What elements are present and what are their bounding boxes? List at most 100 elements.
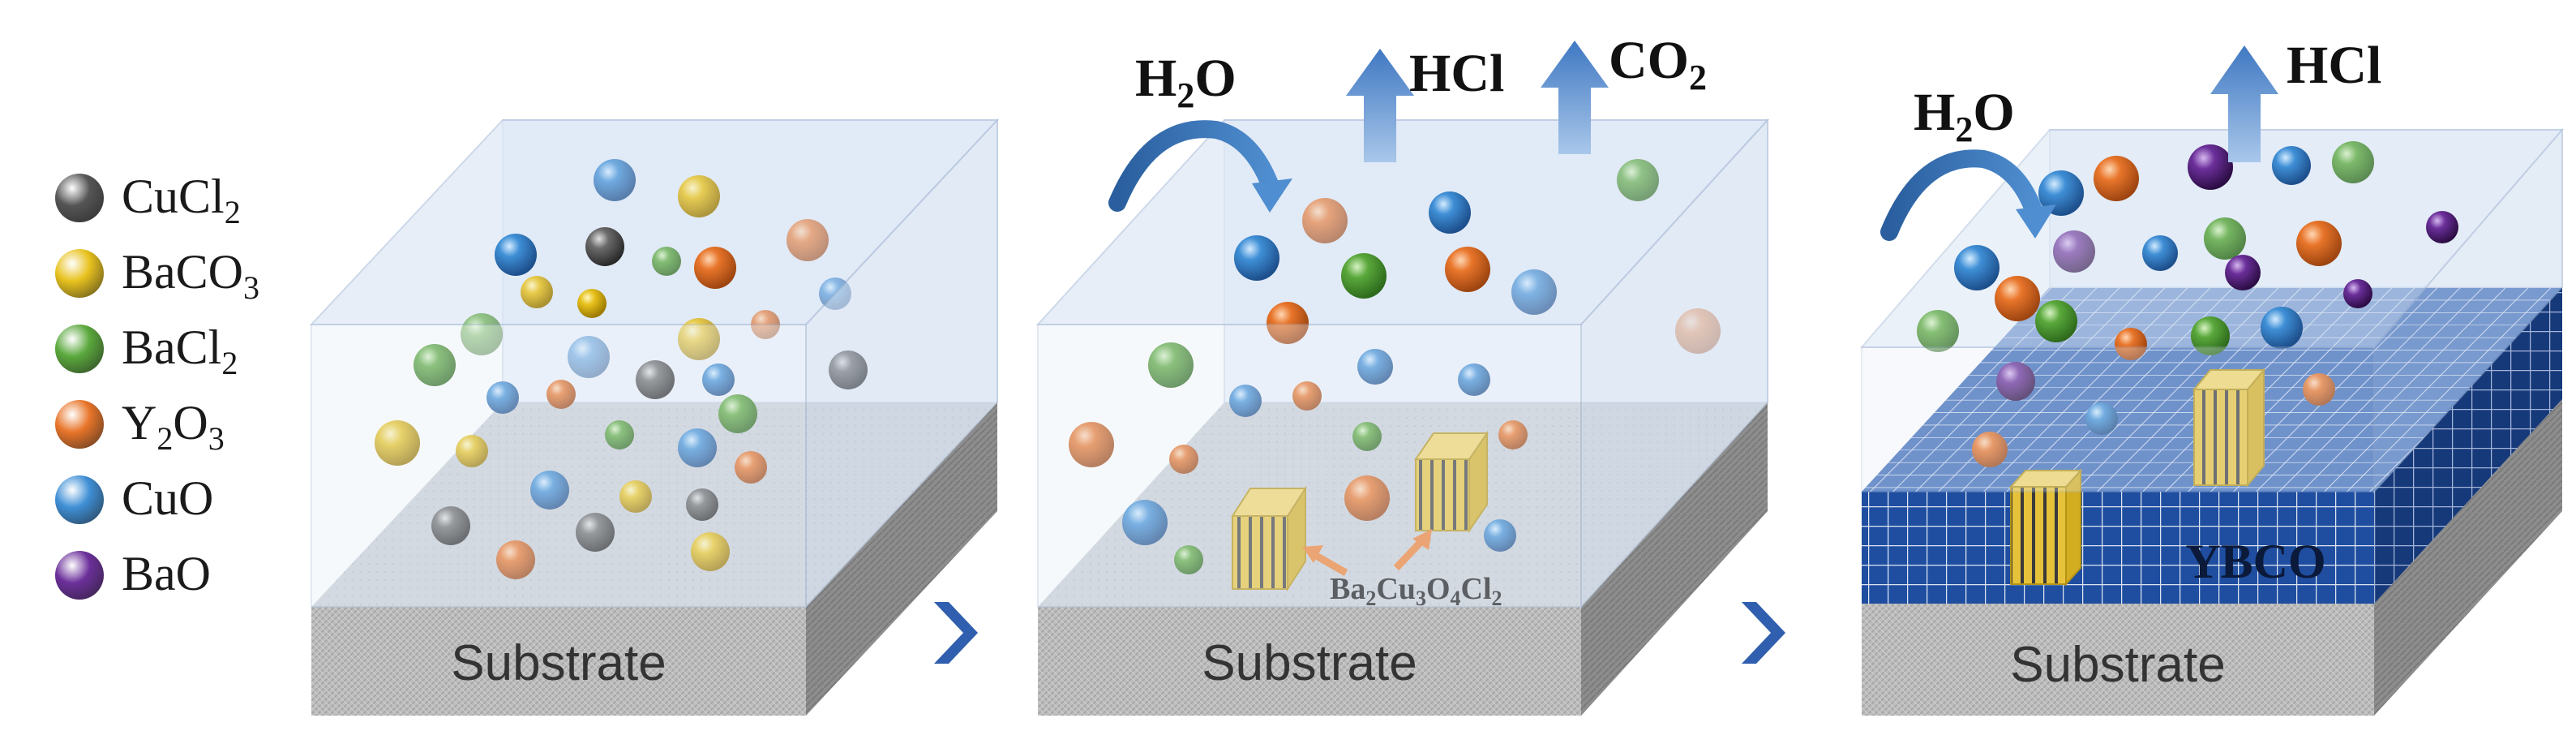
particles-panel-2 (1069, 159, 1721, 574)
phase-block (2192, 368, 2266, 488)
particle-yellow (375, 420, 420, 466)
h2o-label: H2O (1914, 83, 2015, 149)
particle-green (1352, 422, 1382, 451)
particle-green (2204, 217, 2246, 260)
particle-gray (686, 488, 718, 521)
legend-item-cucl2: CuCl2 (49, 159, 308, 234)
legend-item-baco3: BaCO3 (49, 234, 308, 310)
particle-green (718, 394, 757, 433)
legend-marker-yellow (55, 249, 104, 298)
particle-orange (2115, 328, 2147, 360)
particle-purple (2343, 279, 2372, 308)
legend-item-bao: BaO (49, 536, 308, 612)
particle-orange (1972, 432, 2008, 467)
particle-purple (2426, 211, 2458, 243)
h2o-arrow-head-icon (1252, 178, 1292, 213)
hcl-label: HCl (1409, 44, 1504, 103)
legend-label: BaCO3 (122, 245, 259, 306)
phase-arrow-head-icon (1412, 529, 1432, 550)
particle-blue (486, 381, 519, 414)
legend: CuCl2 BaCO3 BaCl2 Y2O3 CuO BaO (49, 159, 308, 612)
particle-blue (2272, 146, 2311, 185)
particle-yellow (521, 276, 553, 308)
particle-gray (636, 360, 675, 399)
legend-label: BaO (122, 547, 211, 600)
phase-block (2008, 468, 2083, 587)
particle-blue (1122, 500, 1168, 545)
particle-blue (568, 336, 610, 378)
particle-blue (530, 471, 569, 510)
legend-marker-green (55, 325, 104, 373)
particle-green (1917, 310, 1959, 352)
panel-1: Substrate (309, 118, 1000, 716)
particle-orange (1302, 198, 1348, 243)
phase-block (1231, 485, 1307, 592)
particle-orange (1498, 420, 1528, 449)
particles-panel-3 (1917, 141, 2458, 467)
particle-blue (2038, 170, 2084, 216)
legend-item-bacl2: BaCl2 (49, 310, 308, 385)
particle-purple (1996, 362, 2035, 401)
particle-blue (1357, 349, 1393, 385)
particle-green (1341, 253, 1387, 299)
particle-blue (678, 428, 717, 467)
particle-blue (1484, 519, 1516, 552)
particle-yellow (691, 532, 730, 571)
substrate-label: Substrate (2010, 637, 2225, 693)
h2o-curved-arrow-icon (1880, 149, 2044, 241)
particle-purple (2188, 144, 2233, 190)
container-front-wall (311, 324, 807, 608)
substrate-front (1862, 604, 2374, 716)
particle-blue (2261, 307, 2303, 349)
substrate-label: Substrate (1202, 635, 1417, 691)
particle-green (1617, 159, 1659, 201)
container-top (1035, 119, 1770, 325)
particle-green (605, 420, 634, 449)
panel-2: Ba2Cu3O4Cl2 Substrate H2O HCl CO2 (1035, 31, 1770, 716)
particle-blue (1229, 385, 1262, 417)
particle-blue (2085, 402, 2118, 435)
particle-orange (694, 247, 736, 289)
particle-gray (829, 350, 868, 389)
substrate-front (1038, 607, 1581, 716)
particle-green (652, 247, 681, 276)
legend-item-cuo: CuO (49, 461, 308, 536)
ybco-layer-front (1862, 492, 2374, 604)
co2-label: CO2 (1609, 31, 1707, 97)
particle-orange (1445, 247, 1490, 292)
particle-blue (1234, 235, 1279, 281)
particle-blue (1511, 269, 1557, 315)
particle-gray (431, 506, 470, 545)
h2o-curved-arrow-icon (1108, 120, 1280, 212)
phase-arrow-icon (1393, 535, 1427, 571)
particle-blue (495, 234, 537, 276)
container-top (309, 119, 1000, 325)
particle-blue (702, 363, 735, 396)
particle-gray (576, 513, 615, 552)
particle-orange (1069, 422, 1114, 467)
particle-orange (1292, 381, 1322, 411)
phase-arrow-head-icon (1302, 545, 1323, 563)
particle-yellow (678, 318, 720, 360)
particle-orange (787, 219, 829, 261)
particle-yellow (619, 480, 652, 513)
substrate-label: Substrate (451, 635, 666, 691)
particle-gray (585, 227, 624, 266)
particle-yellow (456, 435, 488, 467)
particle-orange (2094, 156, 2139, 201)
legend-marker-purple (55, 551, 104, 600)
container-floor (1038, 402, 1768, 607)
legend-marker-orange (55, 400, 104, 449)
particle-orange (2296, 221, 2342, 266)
particle-blue (1458, 363, 1490, 396)
particle-green (2332, 141, 2374, 183)
h2o-label: H2O (1135, 49, 1237, 115)
particle-orange (735, 451, 767, 484)
particle-yellow (577, 289, 606, 318)
particle-orange (751, 310, 780, 339)
particle-blue (1954, 245, 2000, 290)
particle-purple (2053, 230, 2095, 273)
ybco-label: YBCO (2185, 535, 2325, 588)
